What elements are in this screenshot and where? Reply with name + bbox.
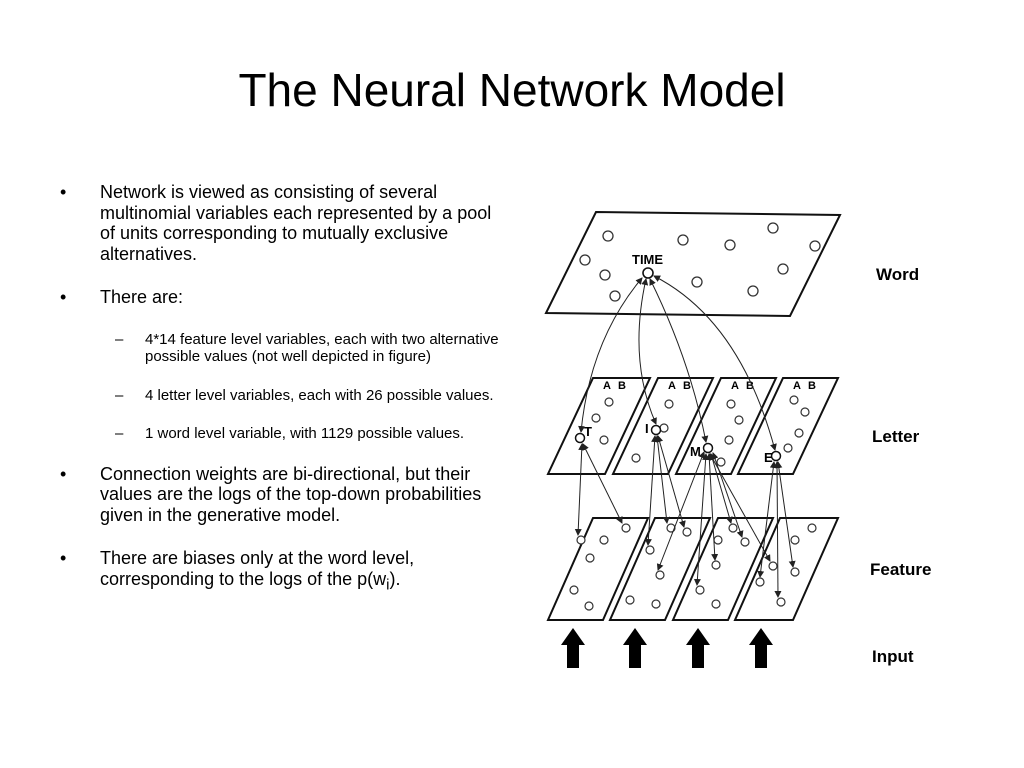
svg-text:B: B	[683, 380, 691, 392]
layer-label-input: Input	[872, 647, 914, 666]
letter-feature-connections	[574, 435, 796, 598]
bullet-text: There are biases only at the word level,…	[100, 548, 415, 594]
svg-text:M: M	[690, 444, 701, 459]
sub-bullet-marker: –	[115, 425, 124, 442]
svg-text:A: A	[668, 380, 676, 392]
word-unit-label: TIME	[632, 252, 663, 267]
svg-text:A: A	[603, 380, 611, 392]
word-unit-time	[642, 267, 654, 279]
layer-label-word: Word	[876, 265, 919, 284]
svg-text:B: B	[618, 380, 626, 392]
svg-text:A: A	[731, 380, 739, 392]
sub-bullet-item: – 4 letter level variables, each with 26…	[58, 387, 503, 405]
slide-title: The Neural Network Model	[238, 64, 786, 116]
word-layer-plane	[544, 210, 842, 318]
bullet-item: • Connection weights are bi-directional,…	[58, 464, 503, 526]
sub-bullet-text: 1 word level variable, with 1129 possibl…	[145, 425, 465, 442]
input-arrows	[561, 628, 773, 668]
bullet-list: • Network is viewed as consisting of sev…	[58, 182, 503, 619]
bullet-item: • There are:	[58, 287, 503, 308]
sub-bullet-item: – 1 word level variable, with 1129 possi…	[58, 425, 503, 443]
svg-text:B: B	[808, 380, 816, 392]
svg-text:T: T	[584, 424, 592, 439]
svg-text:E: E	[764, 450, 773, 465]
bullet-marker: •	[60, 463, 67, 484]
bullet-marker: •	[60, 287, 67, 307]
word-letter-connections	[578, 275, 777, 451]
bullet-item: • Network is viewed as consisting of sev…	[58, 182, 503, 264]
sub-bullet-item: – 4*14 feature level variables, each wit…	[58, 331, 503, 366]
sub-bullet-marker: –	[115, 330, 124, 348]
bullet-marker: •	[60, 182, 67, 202]
sub-bullet-text: 4*14 feature level variables, each with …	[145, 330, 499, 366]
layer-label-feature: Feature	[870, 560, 931, 579]
bullet-text: Network is viewed as consisting of sever…	[100, 182, 492, 264]
svg-text:A: A	[793, 380, 801, 392]
bullet-text: Connection weights are bi-directional, b…	[100, 463, 482, 525]
bullet-text: There are:	[100, 287, 184, 307]
sub-bullet-text: 4 letter level variables, each with 26 p…	[145, 386, 494, 404]
bullet-marker: •	[60, 548, 67, 568]
layer-label-letter: Letter	[872, 427, 920, 446]
bullet-item: • There are biases only at the word leve…	[58, 548, 503, 596]
sub-bullet-marker: –	[115, 386, 124, 404]
svg-text:I: I	[645, 421, 649, 436]
